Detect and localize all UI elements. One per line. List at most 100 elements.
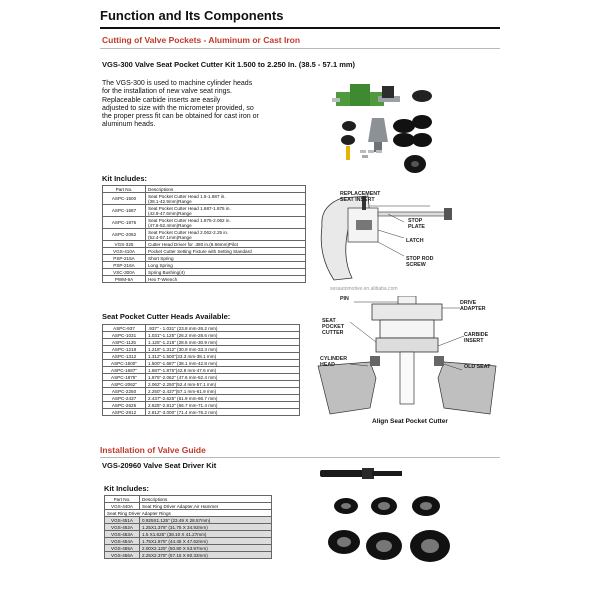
leader-lines <box>370 205 430 257</box>
callout-replacement-insert: REPLACEMENT SEAT INSERT <box>340 191 380 203</box>
desc-line: (42.9-47.6mm)Range <box>148 210 192 216</box>
cell-part: ASPC-1875 <box>102 216 146 229</box>
cell-range: 1.312"-1.500"(33.3 mm-38.1 mm) <box>145 352 300 360</box>
cell-part: ASPC-2437 <box>102 394 146 402</box>
callout-carbide-insert: CARBIDE INSERT <box>464 332 488 344</box>
desc-line: Seat Pocket Cutter Head 1.5-1.687 in. <box>148 193 226 199</box>
cutter-body <box>379 319 435 339</box>
guide-section-heading: Installation of Valve Guide <box>100 445 206 455</box>
cell-desc: Seat Pocket Cutter Head 2.062-2.25 in.(5… <box>145 228 306 241</box>
pocket-cutter-diagram <box>317 296 497 415</box>
table-header-row: Part No. Descriptions <box>102 185 306 193</box>
cell-desc: Spring Bushing(4) <box>145 268 306 276</box>
guide-section-divider <box>100 457 500 458</box>
cell-part: ASPC-1687" <box>102 366 146 374</box>
callout-pin: PIN <box>340 296 349 302</box>
callout-latch: LATCH <box>406 238 424 244</box>
ring-hole <box>420 502 432 510</box>
ring-hole <box>337 537 351 547</box>
bushing <box>342 121 356 131</box>
callout-drive-adapter: DRIVE ADAPTER <box>460 300 486 312</box>
description-line: The VGS-300 is used to machine cylinder … <box>102 80 253 87</box>
desc-line: Seat Pocket Cutter Head 1.687-1.875 in. <box>148 205 231 211</box>
driver-center <box>411 161 419 167</box>
cell-part: VGS-451A <box>104 516 140 524</box>
cell-part: ASPC-1125 <box>102 338 146 346</box>
cell-part: ASPC-1218 <box>102 345 146 353</box>
cell-desc: 1.5 X1.625" (38.10 X 41.27mm) <box>139 530 272 538</box>
callout-line: SCREW <box>406 262 426 268</box>
cell-part: ASPC-2062" <box>102 380 146 388</box>
bushing <box>341 135 355 145</box>
cutter-head <box>368 118 388 142</box>
cell-range: 2.812"-3.000" (71.4 mm-76.2 mm) <box>145 408 300 416</box>
cell-range: 2.625"-2.812" (66.7 mm-71.4 mm) <box>145 401 300 409</box>
fixture-block <box>350 84 370 106</box>
desc-line: (52.4-57.1mm)Range <box>148 234 192 240</box>
cell-range: 1.875"-2.062" (47.6 mm-52.4 mm) <box>145 373 300 381</box>
cell-part: ASPC-2625 <box>102 401 146 409</box>
cutter-ring <box>412 133 432 147</box>
col-header-part: Part No. <box>102 185 146 193</box>
cell-desc: 2.25X2.375" (57.15 X 60.32mm) <box>139 551 272 559</box>
fixture-rod <box>378 96 400 102</box>
cylinder-head-left <box>317 361 377 415</box>
table-row: ASPC-2062"2.062"-2.250"(52.4 mm-57.1 mm) <box>102 380 300 388</box>
cell-part: ASPC-1031 <box>102 331 146 339</box>
cell-part: VGS-325 <box>102 240 146 248</box>
cell-part: VGS-453A <box>104 530 140 538</box>
ring-hole <box>341 503 351 509</box>
cutter-ring <box>393 119 415 133</box>
col-header-desc: Descriptions <box>145 185 306 193</box>
driver-shaft <box>320 470 364 477</box>
cell-part: VGS-440A <box>104 502 140 510</box>
callout-line: REPLACEMENT <box>340 191 381 197</box>
driver-collar <box>362 468 374 479</box>
description-line: for the installation of new valve seat r… <box>102 88 232 96</box>
old-seat-left <box>370 356 380 366</box>
cell-desc: Seat Ring Driver Adapter Rings <box>104 509 272 517</box>
callout-line: SEAT INSERT <box>340 197 375 203</box>
cell-part: VGS-455A <box>104 544 140 552</box>
cell-part: ASPC-2250 <box>102 387 146 395</box>
desc-line: (47.6-52.4mm)Range <box>148 222 192 228</box>
callout-line: DRIVE <box>460 300 477 306</box>
cell-desc: Seat Pocket Cutter Head 1.5-1.687 in.(38… <box>145 192 306 205</box>
knob-part <box>412 90 432 102</box>
cell-desc: Hex T-Wrench <box>145 275 306 283</box>
setting-fixture-diagram <box>320 195 452 281</box>
desc-line: (38.1-42.9mm)Range <box>148 198 192 204</box>
guide-kit-title: VGS-20960 Valve Seat Driver Kit <box>102 461 217 470</box>
cell-range: 1.031"-1.125" (26.2 mm-28.6 mm) <box>145 331 300 339</box>
pocket-section-heading: Cutting of Valve Pockets - Aluminum or C… <box>102 35 301 45</box>
callout-line: CARBIDE <box>464 332 489 338</box>
pocket-cutter-kit-photo <box>332 84 432 173</box>
cell-part: ASPC-1312 <box>102 352 146 360</box>
callout-line: CYLINDER <box>320 356 348 362</box>
description-line: the proper press fit can be obtained for… <box>102 113 259 121</box>
ring-hole <box>378 502 390 510</box>
table-row: ASPC-1500"1.500"-1.687" (38.1 mm-42.8 mm… <box>102 359 300 367</box>
desc-line: Seat Pocket Cutter Head 1.875-2.062 in. <box>148 217 231 223</box>
cell-part: ASPC-1875" <box>102 373 146 381</box>
cell-part: PSP-216A <box>102 261 146 269</box>
callout-line: SEAT <box>322 318 336 324</box>
cell-part: VGS-452A <box>104 523 140 531</box>
callout-line: CUTTER <box>322 330 344 336</box>
cell-range: 2.062"-2.250"(52.4 mm-57.1 mm) <box>145 380 300 388</box>
cutter-ring <box>393 133 415 147</box>
drive-adapter <box>371 303 443 321</box>
description-line: aluminum heads. <box>102 121 156 129</box>
